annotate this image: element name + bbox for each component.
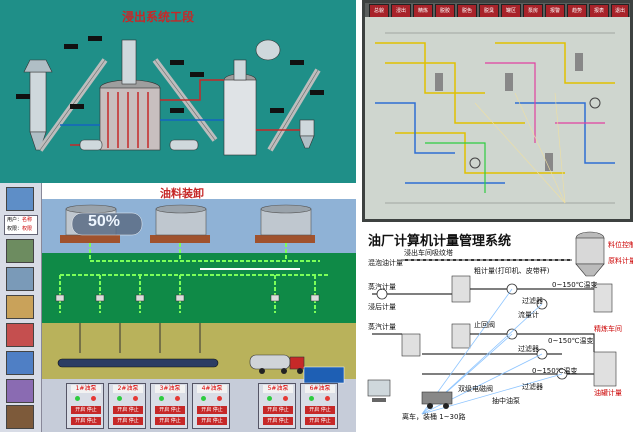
pump-start-button[interactable]: 开启 停止 [113, 406, 143, 414]
pump-control-3[interactable]: 3#油泵 开启 停止 开启 停止 [150, 383, 188, 429]
oil-loading-title: 油料装卸 [160, 187, 204, 200]
sidebar-button-home[interactable] [6, 187, 34, 211]
pump-status-led [117, 396, 122, 401]
label-temp-1: 0~150℃温变 [552, 281, 598, 289]
pump-stop-button[interactable]: 开启 停止 [113, 417, 143, 425]
label-steam-mix: 混泡油计量 [368, 259, 403, 267]
label-after-pot: 浸后计量 [368, 303, 396, 311]
scada-tab-12[interactable]: 退出 [611, 4, 629, 18]
pump-control-6[interactable]: 6#油泵 开启 停止 开启 停止 [300, 383, 338, 429]
pump-start-button[interactable]: 开启 停止 [71, 406, 101, 414]
label-oil-pump: 抽中油泵 [492, 397, 520, 405]
pump-stop-button[interactable]: 开启 停止 [197, 417, 227, 425]
sidebar-button-report[interactable] [6, 351, 34, 375]
label-steam-meter-2: 蒸汽计量 [368, 323, 396, 331]
extraction-diagram [16, 36, 324, 156]
login-role-value: 权限 [22, 226, 33, 232]
pump-control-1[interactable]: 1#油泵 开启 停止 开启 停止 [66, 383, 104, 429]
login-user-label: 用户： [7, 217, 23, 223]
login-user-value: 名称 [22, 217, 33, 223]
pump-stop-button[interactable]: 开启 停止 [263, 417, 293, 425]
label-steam-meter: 蒸汽计量 [368, 283, 396, 291]
label-solenoid-valve: 双级电磁阀 [458, 385, 493, 393]
pump-start-button[interactable]: 开启 停止 [305, 406, 335, 414]
sidebar-button-pump[interactable] [6, 267, 34, 291]
tank-level-readout: 50% [88, 213, 121, 230]
pump-control-label: 2#油泵 [113, 385, 143, 393]
pump-status-led [267, 396, 272, 401]
label-material-meter: 原料计量 [608, 257, 633, 265]
pump-control-label: 5#油泵 [263, 385, 293, 393]
pump-status-led [175, 396, 180, 401]
sidebar-button-print[interactable] [6, 379, 34, 403]
pump-status-led [133, 396, 138, 401]
pump-status-led [91, 396, 96, 401]
scada-tab-6[interactable]: 脱臭 [479, 4, 499, 18]
label-flowmeter: 流量计 [518, 311, 539, 319]
label-refine-shop: 精炼车间 [594, 325, 622, 333]
pump-stop-button[interactable]: 开启 停止 [71, 417, 101, 425]
label-crude-meter: 粗计量(打印机、皮带秤) [474, 267, 550, 275]
sidebar-button-tank[interactable] [6, 239, 34, 263]
sidebar-button-alarm[interactable] [6, 323, 34, 347]
metering-diagram [367, 231, 617, 415]
pump-status-led [75, 396, 80, 401]
pump-stop-button[interactable]: 开启 停止 [155, 417, 185, 425]
pump-control-2[interactable]: 2#油泵 开启 停止 开启 停止 [108, 383, 146, 429]
sidebar-login-box: 用户：名称 权限：权限 [4, 215, 38, 235]
scada-panel: 总貌 浸出 精炼 脱胶 脱色 脱臭 罐区 泵房 报警 趋势 报表 退出 [362, 0, 633, 222]
pump-status-led [309, 396, 314, 401]
pump-start-button[interactable]: 开启 停止 [263, 406, 293, 414]
label-car-loading: 离车，装桶 1~30路 [402, 413, 466, 421]
pump-status-led [283, 396, 288, 401]
pump-status-led [159, 396, 164, 401]
label-filter-3: 过滤器 [522, 383, 543, 391]
pump-control-label: 1#油泵 [71, 385, 101, 393]
login-role-label: 权限： [7, 226, 23, 232]
label-filter-2: 过滤器 [518, 345, 539, 353]
pump-stop-button[interactable]: 开启 停止 [305, 417, 335, 425]
pump-control-label: 3#油泵 [155, 385, 185, 393]
pump-status-led [325, 396, 330, 401]
label-tank-meter: 油罐计量 [594, 389, 622, 397]
metering-title: 油厂计算机计量管理系统 [368, 234, 512, 249]
extraction-title: 浸出系统工段 [122, 10, 195, 24]
label-temp-3: 0~150℃温变 [532, 367, 578, 375]
oil-loading-panel: 用户：名称 权限：权限 油料装卸 [0, 183, 356, 432]
pump-control-4[interactable]: 4#油泵 开启 停止 开启 停止 [192, 383, 230, 429]
extraction-panel: 浸出系统工段 [0, 0, 356, 183]
label-filter-1: 过滤器 [522, 297, 543, 305]
pump-control-label: 6#油泵 [305, 385, 335, 393]
scada-tab-bar: 总貌 浸出 精炼 脱胶 脱色 脱臭 罐区 泵房 报警 趋势 报表 退出 [365, 3, 630, 18]
label-check-valve: 止回阀 [474, 321, 495, 329]
pump-status-led [217, 396, 222, 401]
pump-control-5[interactable]: 5#油泵 开启 停止 开启 停止 [258, 383, 296, 429]
label-main-tower: 浸出车间吸纹塔 [404, 249, 453, 257]
pump-status-led [201, 396, 206, 401]
sidebar-button-chart[interactable] [6, 295, 34, 319]
label-material-control: 料位控制 [608, 241, 633, 249]
sidebar-button-exit[interactable] [6, 405, 34, 429]
pump-control-label: 4#油泵 [197, 385, 227, 393]
label-temp-2: 0~150℃温变 [548, 337, 594, 345]
pump-start-button[interactable]: 开启 停止 [155, 406, 185, 414]
pump-start-button[interactable]: 开启 停止 [197, 406, 227, 414]
oil-sidebar: 用户：名称 权限：权限 [0, 183, 42, 432]
scada-schematic [365, 17, 630, 219]
metering-panel: 油厂计算机计量管理系统 [362, 224, 633, 432]
